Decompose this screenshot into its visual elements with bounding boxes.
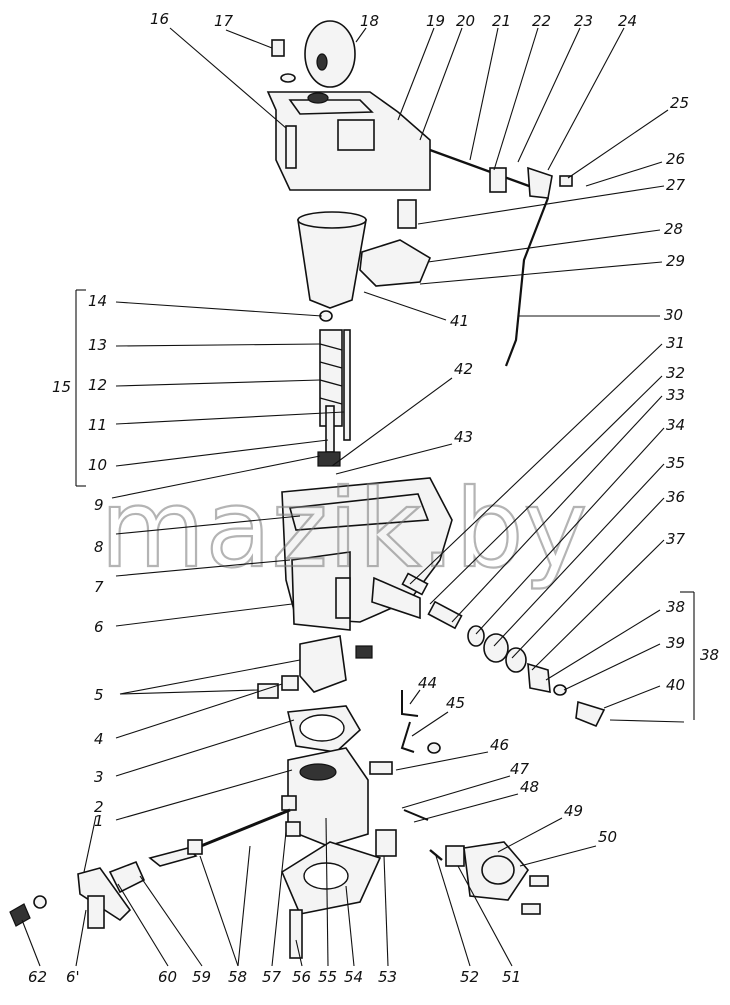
watermark-text: mazik.by <box>100 467 587 592</box>
label-52: 52 <box>460 968 479 986</box>
label-44: 44 <box>418 674 437 692</box>
label-36: 36 <box>666 488 685 506</box>
gasket-3 <box>287 705 362 753</box>
bushing-60 <box>108 860 146 894</box>
float-29 <box>359 239 432 287</box>
idle-valve-body <box>257 635 373 699</box>
label-60: 60 <box>158 968 177 986</box>
throttle-shaft-58 <box>148 808 291 867</box>
label-18: 18 <box>360 12 379 30</box>
label-25: 25 <box>670 94 689 112</box>
accelerator-pump-assembly <box>317 310 351 467</box>
label-53: 53 <box>378 968 397 986</box>
label-1: 1 <box>94 812 104 830</box>
label-3: 3 <box>94 768 104 786</box>
label-35: 35 <box>666 454 685 472</box>
label-9: 9 <box>94 496 104 514</box>
label-13: 13 <box>88 336 107 354</box>
label-16: 16 <box>150 10 169 28</box>
label-28: 28 <box>664 220 683 238</box>
air-filter-cone-41 <box>297 211 367 309</box>
label-14: 14 <box>88 292 107 310</box>
label-2: 2 <box>94 798 104 816</box>
label-37: 37 <box>666 530 686 548</box>
label-4: 4 <box>94 730 104 748</box>
label-38: 38 <box>666 598 685 616</box>
carburetor-top-cover <box>266 91 431 191</box>
label-58: 58 <box>228 968 247 986</box>
needle-valve-28 <box>397 199 417 229</box>
label-17: 17 <box>214 12 234 30</box>
air-damper-disc-18 <box>304 20 356 88</box>
label-10: 10 <box>88 456 107 474</box>
flange-gasket-54 <box>280 841 382 915</box>
label-31: 31 <box>666 334 685 352</box>
label-6: 6 <box>94 618 104 636</box>
stud-56 <box>289 909 303 959</box>
label-39: 39 <box>666 634 685 652</box>
label-34: 34 <box>666 416 685 434</box>
label-19: 19 <box>426 12 445 30</box>
main-jet-assembly <box>401 572 606 728</box>
label-48: 48 <box>520 778 539 796</box>
label-24: 24 <box>618 12 637 30</box>
label-51: 51 <box>502 968 521 986</box>
label-41: 41 <box>450 312 469 330</box>
pump-cover-49 <box>463 841 549 915</box>
nut-62 <box>9 895 47 927</box>
label-62: 62 <box>28 968 47 986</box>
label-46: 46 <box>490 736 509 754</box>
label-27: 27 <box>666 176 686 194</box>
label-40: 40 <box>666 676 685 694</box>
label-49: 49 <box>564 802 583 820</box>
label-30: 30 <box>664 306 683 324</box>
label-50: 50 <box>598 828 617 846</box>
label-5: 5 <box>94 686 104 704</box>
leader-lines <box>21 27 695 967</box>
throttle-lever-61 <box>77 867 132 929</box>
label-7: 7 <box>94 578 104 596</box>
label-23: 23 <box>574 12 593 30</box>
label-47: 47 <box>510 760 530 778</box>
screw-17 <box>271 39 296 83</box>
label-56: 56 <box>292 968 311 986</box>
label-11: 11 <box>88 416 107 434</box>
label-20: 20 <box>456 12 475 30</box>
label-43: 43 <box>454 428 473 446</box>
label-15: 15 <box>52 378 71 396</box>
label-21: 21 <box>492 12 511 30</box>
label-32: 32 <box>666 364 685 382</box>
label-57: 57 <box>262 968 282 986</box>
throttle-lever-linkage <box>429 148 573 367</box>
label-54: 54 <box>344 968 363 986</box>
label-61: 6' <box>66 968 80 986</box>
label-45: 45 <box>446 694 465 712</box>
label-42: 42 <box>454 360 473 378</box>
mixing-chamber-body <box>281 747 369 847</box>
callout-labels: 16 17 18 19 20 21 22 23 24 25 26 27 28 2… <box>28 10 719 986</box>
label-26: 26 <box>666 150 685 168</box>
label-29: 29 <box>666 252 685 270</box>
economizer-parts <box>369 690 465 867</box>
label-22: 22 <box>532 12 551 30</box>
label-55: 55 <box>318 968 337 986</box>
label-33: 33 <box>666 386 685 404</box>
label-8: 8 <box>94 538 104 556</box>
label-12: 12 <box>88 376 107 394</box>
label-59: 59 <box>192 968 211 986</box>
label-38-group: 38 <box>700 646 719 664</box>
